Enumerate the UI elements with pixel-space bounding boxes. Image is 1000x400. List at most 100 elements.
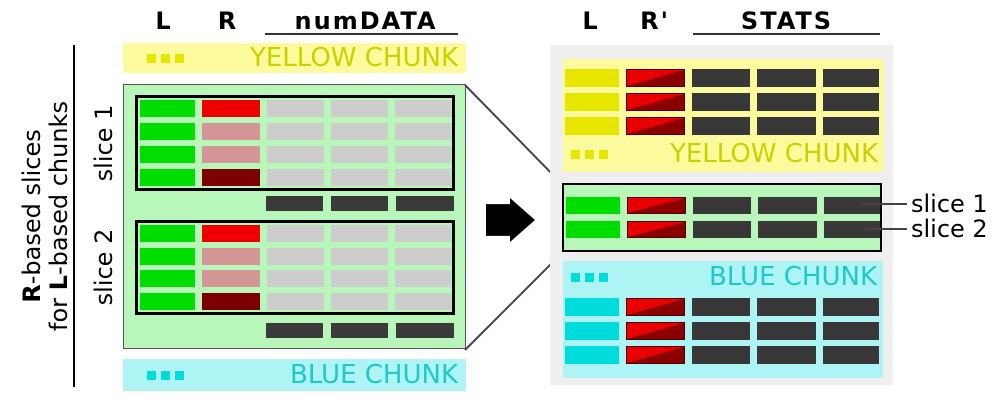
yellow-chunk-label: YELLOW CHUNK <box>669 139 878 169</box>
r-cell <box>627 221 686 238</box>
l-cell <box>565 346 619 364</box>
stat-cell <box>331 169 388 186</box>
slice1-callout-label: slice 1 <box>911 190 988 218</box>
stat-cell <box>757 298 816 316</box>
axis-label-pre: for <box>45 290 73 331</box>
stat-cell <box>823 117 879 135</box>
data-row <box>140 292 452 310</box>
transform-arrow-icon <box>486 198 535 242</box>
yellow-section-caption: YELLOW CHUNK <box>563 139 884 169</box>
axis-label-bold-r: R <box>18 284 46 303</box>
r-cell <box>626 93 685 111</box>
axis-label-rest1: -based slices <box>18 129 46 285</box>
stat-cell <box>823 298 879 316</box>
r-cell <box>202 100 260 117</box>
stat-cell <box>267 270 324 288</box>
data-row <box>563 322 883 340</box>
data-row <box>266 196 454 211</box>
l-cell <box>140 292 195 310</box>
r-cell <box>626 69 685 87</box>
stat-cell <box>267 123 324 140</box>
stat-cell <box>267 247 324 265</box>
header-r-prime: R' <box>640 7 670 35</box>
axis-label-rest2: -based chunks <box>45 101 73 276</box>
stat-cell <box>331 292 388 310</box>
axis-label-line2: for L-based chunks <box>45 101 73 331</box>
data-row <box>266 323 454 338</box>
data-row <box>563 346 883 364</box>
axis-label-line1: R-based slices <box>18 101 46 331</box>
stat-cell <box>823 93 879 111</box>
slice2-callout-label: slice 2 <box>911 215 988 243</box>
header-stats: STATS <box>740 7 834 35</box>
stat-cell <box>331 247 388 265</box>
data-row <box>140 123 452 140</box>
stat-cell <box>757 117 816 135</box>
blue-chunk-section: BLUE CHUNK <box>563 261 883 378</box>
r-cell <box>202 247 260 265</box>
stat-cell <box>758 221 817 238</box>
stat-cell <box>395 123 451 140</box>
data-row <box>140 100 452 117</box>
stat-cell <box>757 322 816 340</box>
stat-cell <box>757 346 816 364</box>
stat-cell <box>266 323 323 338</box>
stat-cell <box>692 346 750 364</box>
stat-cell <box>331 146 388 163</box>
slice1-box <box>135 95 455 191</box>
l-cell <box>140 270 195 288</box>
stat-cell <box>824 197 880 214</box>
stat-cell <box>331 100 388 117</box>
left-blue-chunk-bar: BLUE CHUNK <box>123 359 466 391</box>
data-row <box>140 169 452 186</box>
data-row <box>564 221 880 238</box>
r-cell <box>202 169 260 186</box>
zoom-connector-line-bottom <box>464 252 563 351</box>
yellow-section-rows <box>563 59 884 135</box>
stat-cell <box>331 196 388 211</box>
header-numdata: numDATA <box>294 7 438 35</box>
zoom-connector-line-top <box>464 84 563 186</box>
data-row <box>140 270 452 288</box>
yellow-chunk-section: YELLOW CHUNK <box>563 59 884 172</box>
l-cell <box>140 146 195 163</box>
l-cell <box>565 117 619 135</box>
l-cell <box>140 169 195 186</box>
stat-cell <box>692 322 750 340</box>
stat-cell <box>395 270 451 288</box>
stat-cell <box>331 270 388 288</box>
stat-cell <box>395 247 451 265</box>
data-row <box>564 197 880 214</box>
ellipsis-dots-icon <box>571 272 608 282</box>
blue-chunk-label: BLUE CHUNK <box>709 262 877 292</box>
stat-cell <box>267 146 324 163</box>
blue-section-caption: BLUE CHUNK <box>563 262 883 292</box>
stats-row-slice1 <box>266 196 454 211</box>
stat-cell <box>823 346 879 364</box>
l-cell <box>140 123 195 140</box>
slice1-callout-line <box>862 203 907 205</box>
r-cell <box>626 322 685 340</box>
stat-cell <box>267 169 324 186</box>
stat-cell <box>693 197 751 214</box>
stat-cell <box>267 292 324 310</box>
l-cell <box>565 322 619 340</box>
r-cell <box>202 292 260 310</box>
l-cell <box>565 298 619 316</box>
stat-cell <box>266 196 323 211</box>
stat-cell <box>692 117 750 135</box>
stat-cell <box>758 197 817 214</box>
stat-cell <box>331 225 388 242</box>
r-cell <box>627 197 686 214</box>
ellipsis-dots-icon <box>147 53 184 63</box>
r-cell <box>626 298 685 316</box>
stat-cell <box>396 196 454 211</box>
stat-cell <box>267 100 324 117</box>
l-cell <box>566 221 620 238</box>
ellipsis-dots-icon <box>147 370 184 380</box>
data-row <box>140 146 452 163</box>
header-l-right: L <box>582 7 600 35</box>
r-cell <box>626 117 685 135</box>
data-row <box>563 298 883 316</box>
